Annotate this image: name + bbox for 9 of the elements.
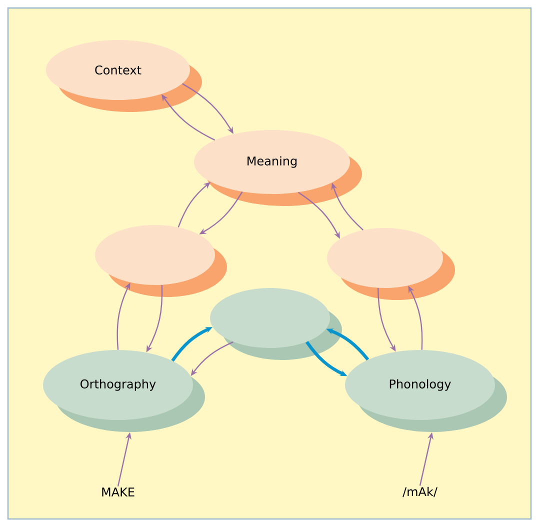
label-text: MAKE [102, 488, 134, 496]
ellipse-node: Phonology [345, 350, 507, 432]
ellipse-node [327, 228, 455, 300]
ellipse-node: Orthography [43, 350, 205, 432]
ellipse-node [95, 225, 227, 297]
ellipse-node [210, 288, 342, 360]
ellipse-node: Meaning [194, 130, 362, 206]
label-text: /mAk/ [402, 486, 438, 498]
ellipse-node: Context [46, 40, 202, 112]
